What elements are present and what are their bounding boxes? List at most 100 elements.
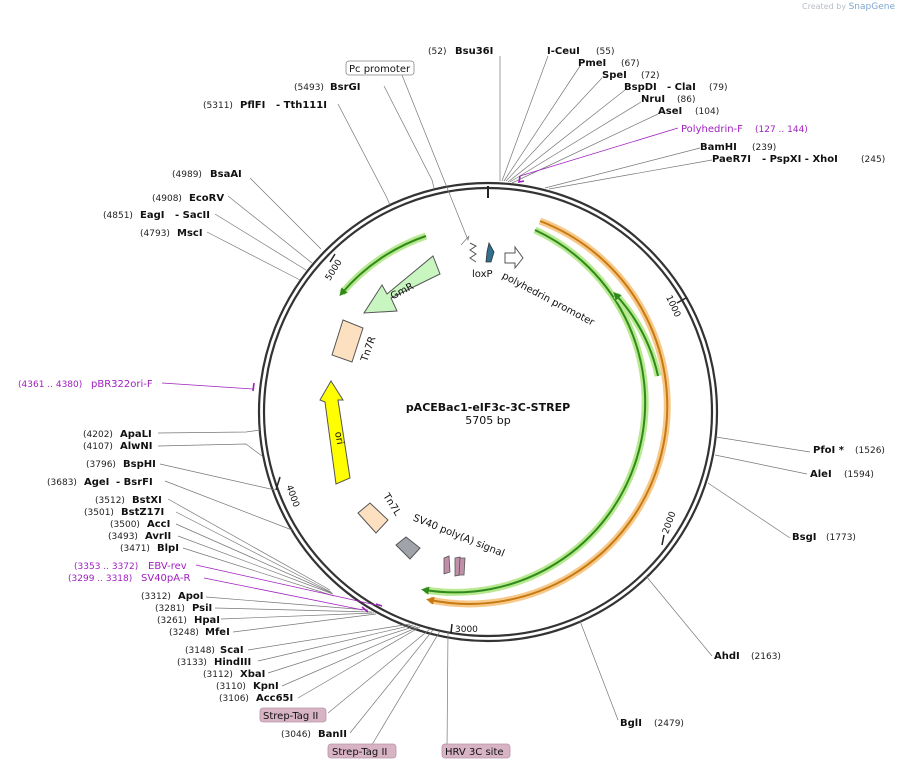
polyhedrin-promoter-label: polyhedrin promoter xyxy=(500,271,597,329)
hrv-3c-box xyxy=(441,743,511,759)
site-name-bsaai[interactable]: BsaAI xyxy=(210,169,242,180)
ring-ticks xyxy=(275,253,687,634)
site-pos-bsphi: (3796) xyxy=(86,460,116,470)
site-pos-bsrgi: (5493) xyxy=(294,83,324,93)
site-name-bsgi[interactable]: BsgI xyxy=(792,532,816,543)
primer-name-polyhedrin-f[interactable]: Polyhedrin-F xyxy=(681,124,743,135)
orf-green-left xyxy=(339,232,428,297)
strep-tag-box-2 xyxy=(327,743,397,759)
site-name-hindiii[interactable]: HindIII xyxy=(214,657,251,668)
orf-green-small xyxy=(613,292,662,377)
site-name-apali[interactable]: ApaLI xyxy=(120,429,152,440)
site-pos-alei: (1594) xyxy=(844,470,874,480)
site-name-bstz17i[interactable]: BstZ17I xyxy=(121,507,164,518)
site-pos-acc65i: (3106) xyxy=(219,694,249,704)
pc-promoter-label[interactable]: Pc promoter xyxy=(349,64,411,75)
site-extra-sacii[interactable]: - SacII xyxy=(175,210,210,221)
site-name-ahdi[interactable]: AhdI xyxy=(714,651,740,662)
site-pos-scai: (3148) xyxy=(185,646,215,656)
site-name-bgli[interactable]: BglI xyxy=(620,718,642,729)
site-name-pflfi[interactable]: PflFI xyxy=(240,100,265,111)
orf-orange xyxy=(426,217,671,608)
site-pos-mfei: (3248) xyxy=(169,628,199,638)
site-name-eagi[interactable]: EagI xyxy=(140,210,164,221)
site-name-hpai[interactable]: HpaI xyxy=(194,615,220,626)
site-pos-bsu36i: (52) xyxy=(428,47,446,57)
site-extra-pspxi-xhoi[interactable]: - PspXI - XhoI xyxy=(762,154,838,165)
primer-range-polyhedrin-f: (127 .. 144) xyxy=(755,125,808,135)
site-name-bsu36i[interactable]: Bsu36I xyxy=(455,46,493,57)
site-name-bspdi[interactable]: BspDI xyxy=(624,82,657,93)
site-pos-ecorv: (4908) xyxy=(152,194,182,204)
site-name-bstxi[interactable]: BstXI xyxy=(132,495,162,506)
site-name-nrui[interactable]: NruI xyxy=(641,94,665,105)
site-pos-iceui: (55) xyxy=(596,47,614,57)
plasmid-name: pACEBac1-eIF3c-3C-STREP xyxy=(406,401,570,414)
gmr-arrow xyxy=(363,255,441,314)
site-pos-eagi: (4851) xyxy=(103,211,133,221)
leader-lines-right xyxy=(499,55,811,721)
site-pos-apali: (4202) xyxy=(83,430,113,440)
site-name-bamhi[interactable]: BamHI xyxy=(700,142,737,153)
site-pos-asei: (104) xyxy=(695,107,719,117)
site-name-acc65i[interactable]: Acc65I xyxy=(256,693,293,704)
site-pos-psii: (3281) xyxy=(155,604,185,614)
site-extra-bsrfi[interactable]: - BsrFI xyxy=(116,477,153,488)
site-name-ecorv[interactable]: EcoRV xyxy=(189,193,224,204)
site-name-acci[interactable]: AccI xyxy=(147,519,170,530)
site-extra-tth111i[interactable]: - Tth111I xyxy=(276,100,327,111)
site-pos-bstz17i: (3501) xyxy=(84,508,114,518)
site-name-asei[interactable]: AseI xyxy=(658,106,682,117)
tn7l-box xyxy=(357,502,389,534)
site-pos-apoi: (3312) xyxy=(141,592,171,602)
hrv-3c-label[interactable]: HRV 3C site xyxy=(445,747,504,758)
site-pos-bsaai: (4989) xyxy=(172,170,202,180)
site-name-mfei[interactable]: MfeI xyxy=(205,627,230,638)
leader-lines-left xyxy=(157,69,470,749)
strep-tag-label-1[interactable]: Strep-Tag II xyxy=(263,711,318,722)
site-name-agei[interactable]: AgeI xyxy=(84,477,109,488)
site-name-psii[interactable]: PsiI xyxy=(192,603,212,614)
site-name-alei[interactable]: AleI xyxy=(810,469,832,480)
site-name-avrii[interactable]: AvrII xyxy=(145,531,171,542)
primer-name-sv40pa-r[interactable]: SV40pA-R xyxy=(141,573,190,584)
site-name-blpi[interactable]: BlpI xyxy=(157,543,179,554)
site-name-apoi[interactable]: ApoI xyxy=(178,591,204,602)
site-pos-pflfi: (5311) xyxy=(203,101,233,111)
snapgene-watermark: Created by SnapGene xyxy=(802,2,895,12)
tick-label-5000: 5000 xyxy=(324,258,345,283)
site-pos-spei: (72) xyxy=(641,71,659,81)
site-name-banii[interactable]: BanII xyxy=(318,729,347,740)
site-pos-avrii: (3493) xyxy=(108,532,138,542)
primer-pbr322ori-f xyxy=(161,382,255,392)
polyhedrin-promoter-arrow xyxy=(504,245,524,270)
primer-name-pbr322ori-f[interactable]: pBR322ori-F xyxy=(91,379,153,390)
primer-ebv-rev xyxy=(195,564,383,607)
site-name-alwni[interactable]: AlwNI xyxy=(120,441,153,452)
tick-label-2000: 2000 xyxy=(661,510,678,535)
strep-tag-label-2[interactable]: Strep-Tag II xyxy=(332,747,387,758)
site-pos-bspdi: (79) xyxy=(709,83,727,93)
site-name-iceui[interactable]: I-CeuI xyxy=(547,46,580,57)
site-extra-clai[interactable]: - ClaI xyxy=(667,82,696,93)
site-name-bsrgi[interactable]: BsrGI xyxy=(330,82,360,93)
tn7r-label: Tn7R xyxy=(359,335,379,364)
sv40-label: SV40 poly(A) signal xyxy=(411,513,506,560)
site-name-paer7i[interactable]: PaeR7I xyxy=(712,154,751,165)
site-name-xbai[interactable]: XbaI xyxy=(240,669,265,680)
primer-name-ebv-rev[interactable]: EBV-rev xyxy=(148,561,187,572)
site-pos-kpni: (3110) xyxy=(216,682,246,692)
site-name-bsphi[interactable]: BspHI xyxy=(123,459,156,470)
site-name-spei[interactable]: SpeI xyxy=(602,70,627,81)
site-pos-pfoi: (1526) xyxy=(855,446,885,456)
pc-promoter-box xyxy=(345,60,415,76)
site-name-scai[interactable]: ScaI xyxy=(220,645,244,656)
site-name-pfoi[interactable]: PfoI * xyxy=(813,445,845,456)
watermark-brand: SnapGene xyxy=(848,2,895,12)
site-name-pmei[interactable]: PmeI xyxy=(578,58,606,69)
site-name-msci[interactable]: MscI xyxy=(177,228,203,239)
site-pos-ahdi: (2163) xyxy=(751,652,781,662)
primer-range-ebv-rev: (3353 .. 3372) xyxy=(74,562,138,572)
site-name-kpni[interactable]: KpnI xyxy=(253,681,279,692)
